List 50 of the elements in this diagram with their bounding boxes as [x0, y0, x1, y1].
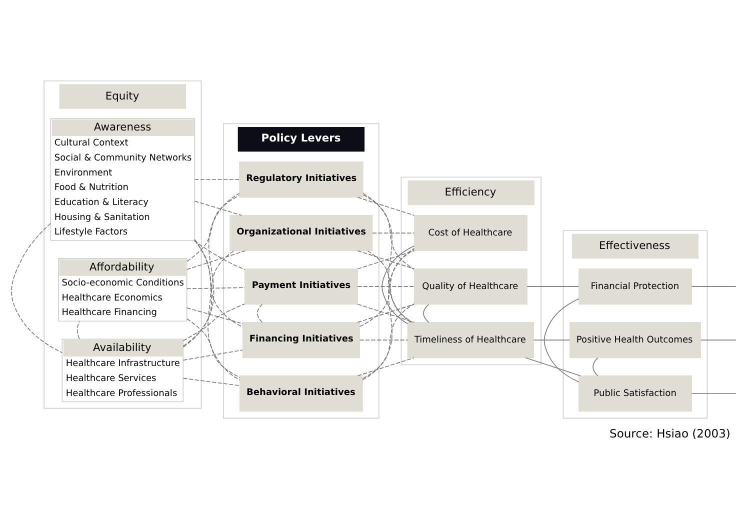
connector [182, 304, 245, 342]
caption: Source: Hsiao (2003) [610, 426, 730, 440]
connector [526, 286, 580, 287]
connector [691, 286, 736, 287]
node-box: Cost of Healthcare [414, 214, 528, 252]
connector [362, 193, 411, 323]
connector [194, 240, 244, 328]
connector [182, 250, 234, 346]
connector [423, 304, 430, 323]
connector [357, 357, 414, 376]
connector [691, 393, 736, 394]
connector [357, 250, 414, 270]
connector [525, 357, 581, 376]
node-box: Quality of Healthcare [414, 268, 528, 305]
connector [382, 245, 415, 324]
node-box: Regulatory Initiatives [239, 162, 364, 198]
connector [362, 194, 415, 270]
node-box: Public Satisfaction [578, 375, 692, 412]
node-box: Financial Protection [578, 268, 692, 305]
connector [362, 303, 415, 379]
connector [544, 298, 580, 382]
node-box: Positive Health Outcomes [569, 322, 702, 358]
connector [186, 287, 246, 290]
connector [182, 378, 240, 386]
node-box: Timeliness of Healthcare [407, 322, 534, 358]
connector [256, 304, 263, 323]
connector [76, 320, 80, 340]
connector [186, 307, 244, 324]
connector [194, 238, 240, 380]
connector [367, 250, 413, 323]
connector [186, 250, 246, 270]
connector [372, 232, 415, 234]
connector [182, 350, 244, 361]
connector [357, 196, 414, 216]
node-box: Behavioral Initiatives [240, 375, 363, 412]
connector [194, 200, 242, 216]
connector [357, 286, 414, 287]
node-box: Financing Initiatives [242, 322, 360, 358]
connector [182, 192, 240, 348]
node-box: Organizational Initiatives [230, 214, 373, 252]
connector [362, 248, 414, 380]
connector [357, 304, 414, 323]
connector [11, 222, 63, 354]
node-box: Payment Initiatives [244, 268, 358, 305]
connector [592, 358, 598, 376]
connector [359, 249, 415, 327]
connector [186, 318, 240, 378]
connector [194, 240, 246, 270]
connector [186, 195, 240, 262]
connector [194, 179, 240, 180]
